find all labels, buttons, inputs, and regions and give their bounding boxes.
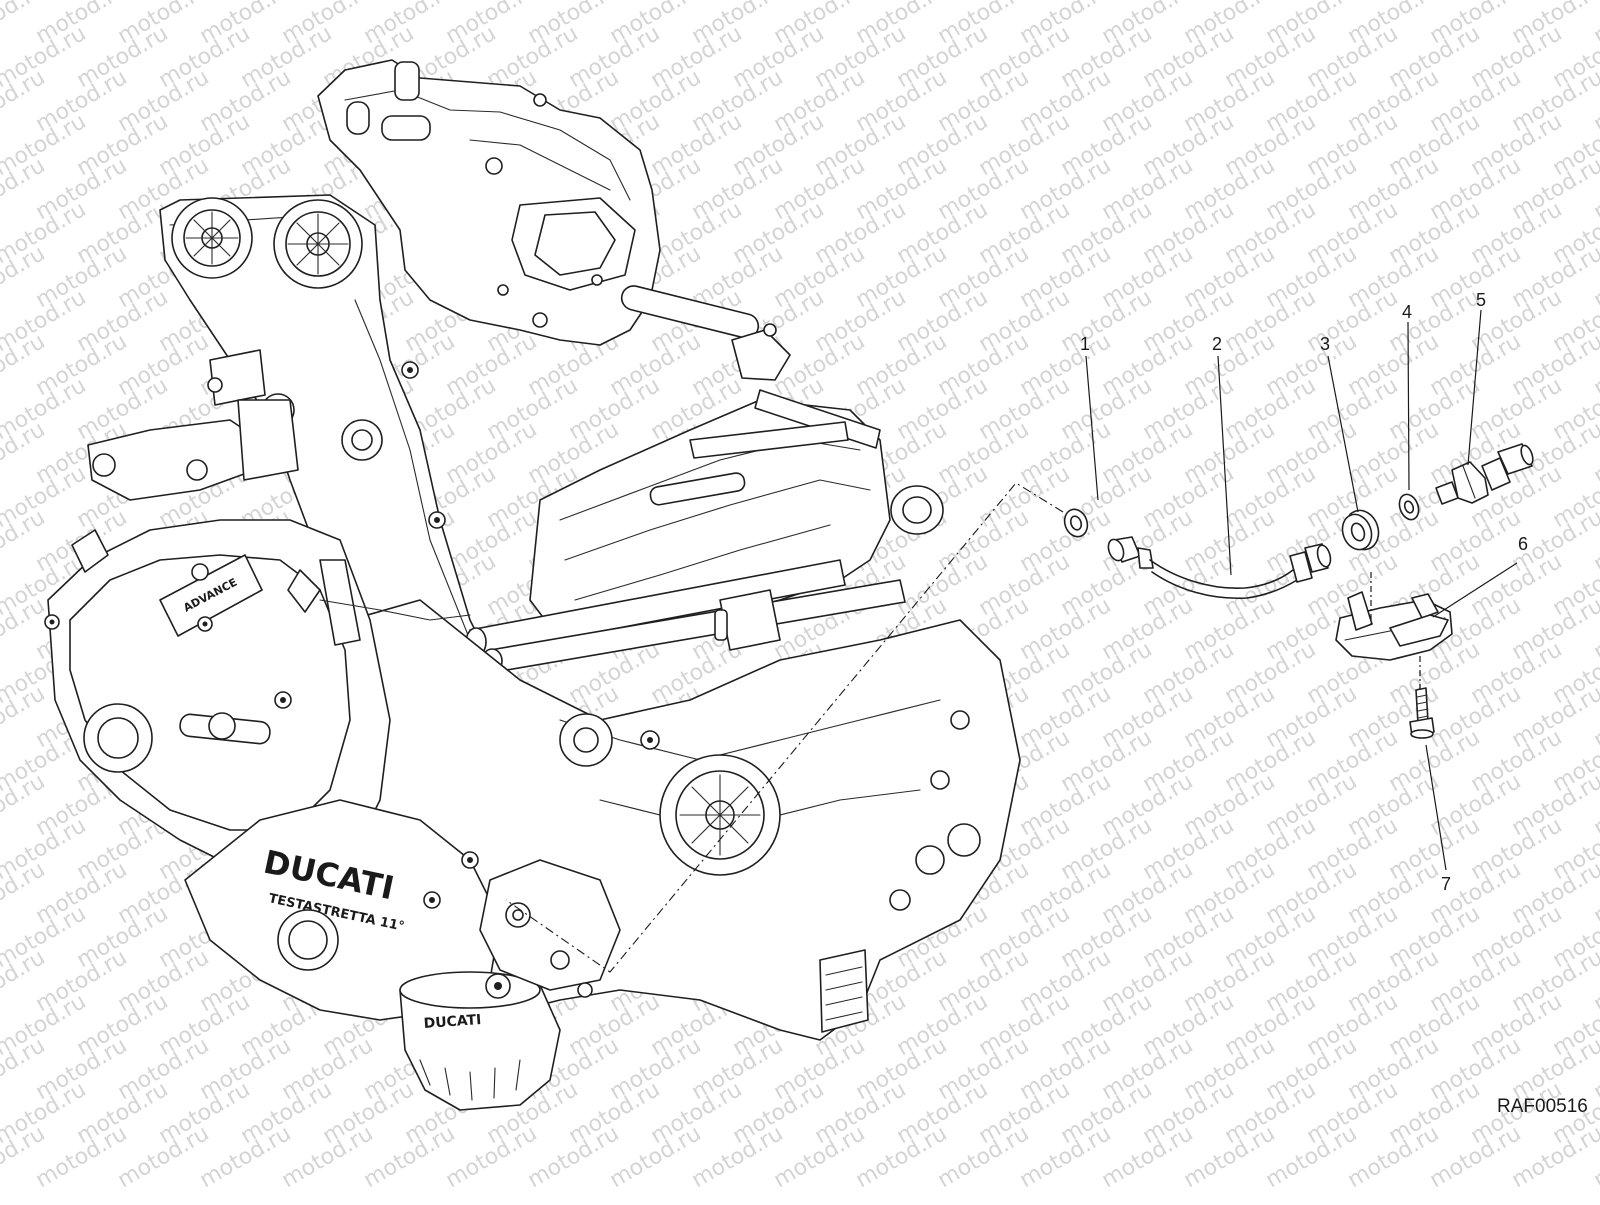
- callout-6: 6: [1518, 534, 1528, 554]
- callout-4: 4: [1402, 302, 1412, 322]
- sensor-port: [480, 860, 620, 998]
- callout-5: 5: [1476, 290, 1486, 310]
- oil-filter: DUCATI: [400, 972, 560, 1110]
- callout-2: 2: [1212, 334, 1222, 354]
- callout-7: 7: [1441, 874, 1451, 894]
- callout-3: 3: [1320, 334, 1330, 354]
- drawing-code: RAF00516: [1497, 1096, 1588, 1117]
- callout-1: 1: [1080, 334, 1090, 354]
